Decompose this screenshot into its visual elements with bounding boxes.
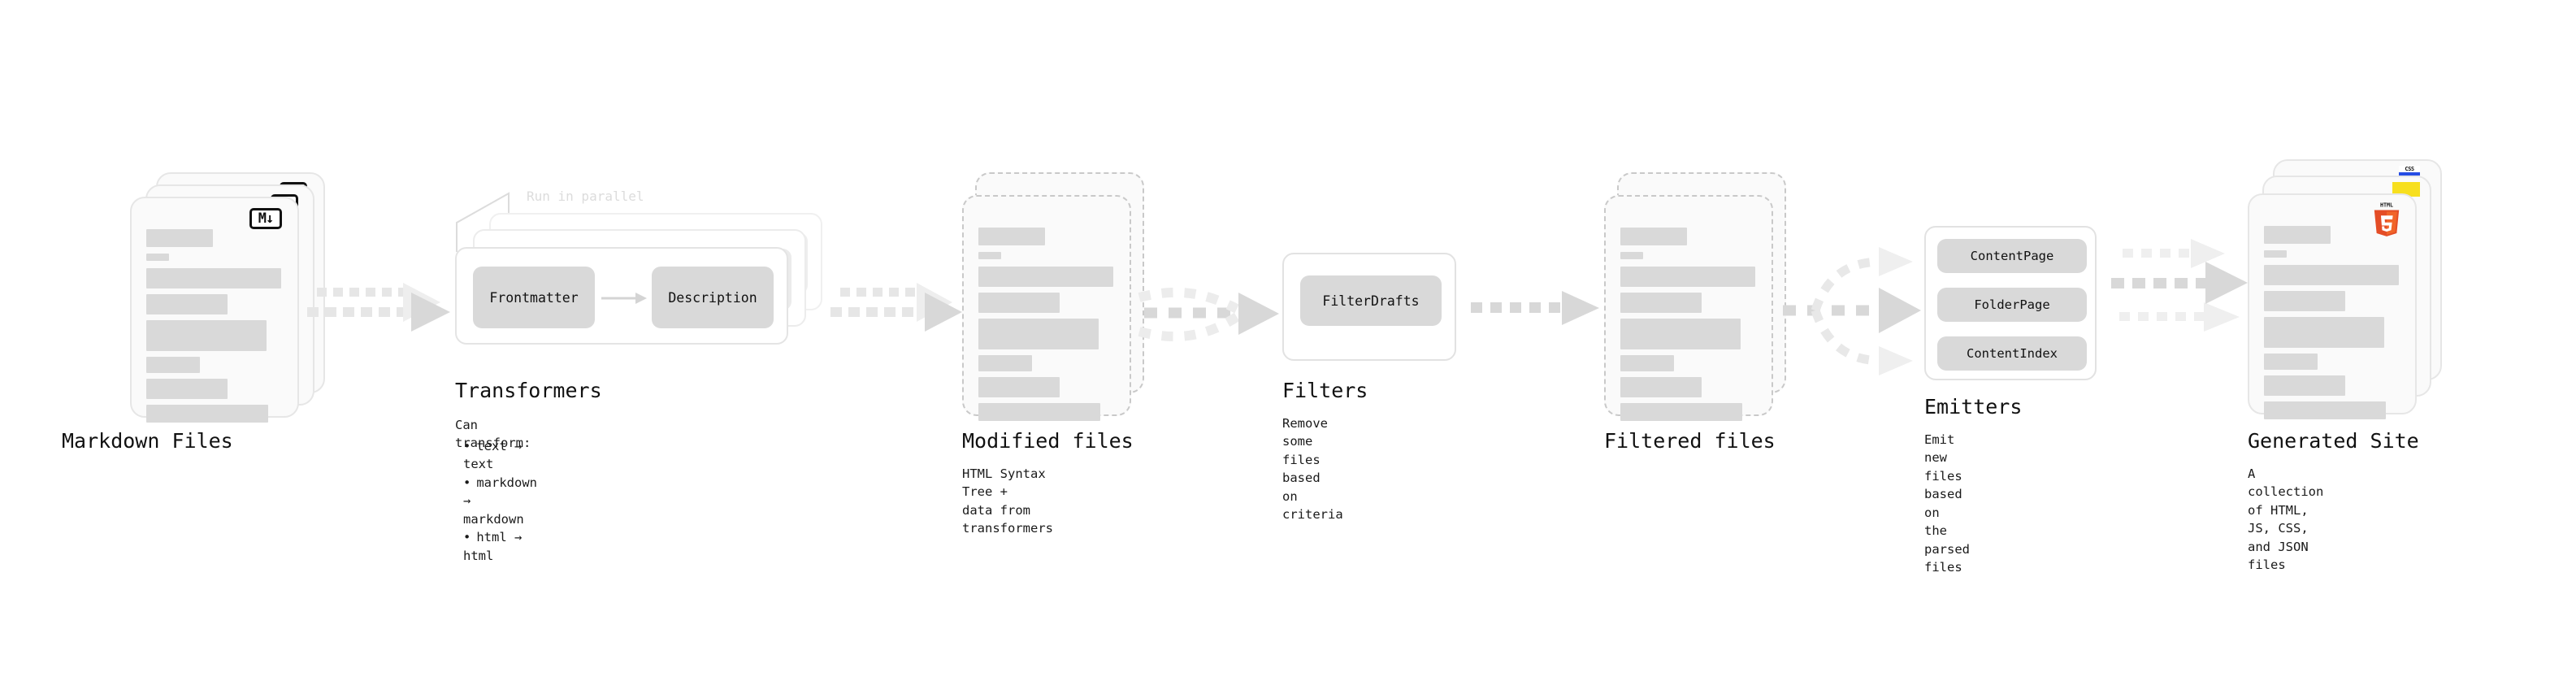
skeleton-bar <box>978 403 1100 421</box>
markdown-card-front: M↓ <box>130 197 299 423</box>
skeleton-bar <box>146 357 200 373</box>
skeleton-bar <box>978 377 1060 397</box>
skeleton-bar <box>146 268 281 288</box>
arrow-filtered-to-emitters <box>1783 247 1921 375</box>
skeleton-bar <box>2264 354 2318 370</box>
skeleton-bar <box>2264 250 2287 258</box>
skeleton-bar <box>978 228 1045 245</box>
skeleton-bar <box>978 293 1060 313</box>
transformers-bullet-list: text → text markdown → markdown html → h… <box>455 437 537 565</box>
css3-badge-icon: CSS <box>2399 166 2420 176</box>
skeleton-bar <box>146 254 169 261</box>
filters-desc: Remove some files based on criteria <box>1282 416 1343 523</box>
parallel-leader-line <box>456 192 510 252</box>
stage-title-modified: Modified files <box>962 429 1134 453</box>
skeleton-bar <box>2264 317 2384 348</box>
skeleton-bar <box>2264 226 2331 244</box>
emitter-pill-folderpage[interactable]: FolderPage <box>1937 288 2087 322</box>
skeleton-bar <box>978 355 1032 371</box>
skeleton-bar <box>2264 291 2345 311</box>
skeleton-bar <box>146 379 228 399</box>
filtered-card-front <box>1604 195 1773 421</box>
transformer-box-front: Frontmatter Description <box>455 247 788 345</box>
list-item: html → html <box>463 528 537 565</box>
modified-desc: HTML Syntax Tree + data from transformer… <box>962 466 1053 536</box>
arrow-markdown-to-transformers <box>307 283 450 332</box>
arrow-emitters-to-site <box>2111 239 2248 332</box>
transformer-pill-frontmatter[interactable]: Frontmatter <box>473 267 595 328</box>
skeleton-bar <box>1620 293 1702 313</box>
skeleton-bar <box>1620 377 1702 397</box>
arrow-modified-to-filters <box>1138 287 1279 341</box>
js-badge-icon <box>2392 182 2420 197</box>
parallel-label: Run in parallel <box>527 189 644 204</box>
skeleton-bar <box>146 320 267 351</box>
stage-title-filtered: Filtered files <box>1604 429 1776 453</box>
emitter-pill-contentindex[interactable]: ContentIndex <box>1937 336 2087 371</box>
skeleton-bar <box>2264 265 2399 285</box>
skeleton-bar <box>146 229 213 247</box>
stage-title-generated: Generated Site <box>2248 429 2419 453</box>
skeleton-bar <box>146 294 228 314</box>
skeleton-bar <box>1620 355 1674 371</box>
skeleton-bar <box>146 405 268 423</box>
emitter-pill-contentpage[interactable]: ContentPage <box>1937 239 2087 273</box>
skeleton-bar <box>978 319 1099 349</box>
list-item: markdown → markdown <box>463 474 537 528</box>
skeleton-bar <box>978 267 1113 287</box>
markdown-badge-icon: M↓ <box>249 208 282 229</box>
skeleton-bar <box>978 252 1001 259</box>
skeleton-bar <box>1620 267 1755 287</box>
transformer-pill-description[interactable]: Description <box>652 267 774 328</box>
skeleton-bar <box>2264 375 2345 396</box>
arrow-transformers-to-modified <box>830 283 962 332</box>
modified-card-front <box>962 195 1131 421</box>
arrow-filters-to-filtered <box>1471 291 1599 325</box>
generated-desc: A collection of HTML, JS, CSS, and JSON … <box>2248 466 2324 573</box>
transformer-arrow <box>601 293 647 304</box>
skeleton-bar <box>1620 319 1741 349</box>
html5-badge-icon: HTML <box>2374 202 2400 236</box>
skeleton-bar <box>2264 401 2386 419</box>
skeleton-bar <box>1620 403 1742 421</box>
stage-title-filters: Filters <box>1282 379 1368 402</box>
site-card-front: HTML <box>2248 193 2417 419</box>
emitters-desc: Emit new files based on the parsed files <box>1924 432 1970 575</box>
emitters-box: ContentPage FolderPage ContentIndex <box>1924 226 2097 380</box>
filter-pill-filterdrafts[interactable]: FilterDrafts <box>1300 275 1442 326</box>
skeleton-bar <box>1620 228 1687 245</box>
filters-box: FilterDrafts <box>1282 253 1456 361</box>
list-item: text → text <box>463 437 537 474</box>
stage-title-markdown: Markdown Files <box>62 429 233 453</box>
stage-title-emitters: Emitters <box>1924 395 2023 419</box>
svg-text:HTML: HTML <box>2380 202 2393 209</box>
skeleton-bar <box>1620 252 1643 259</box>
stage-title-transformers: Transformers <box>455 379 602 402</box>
